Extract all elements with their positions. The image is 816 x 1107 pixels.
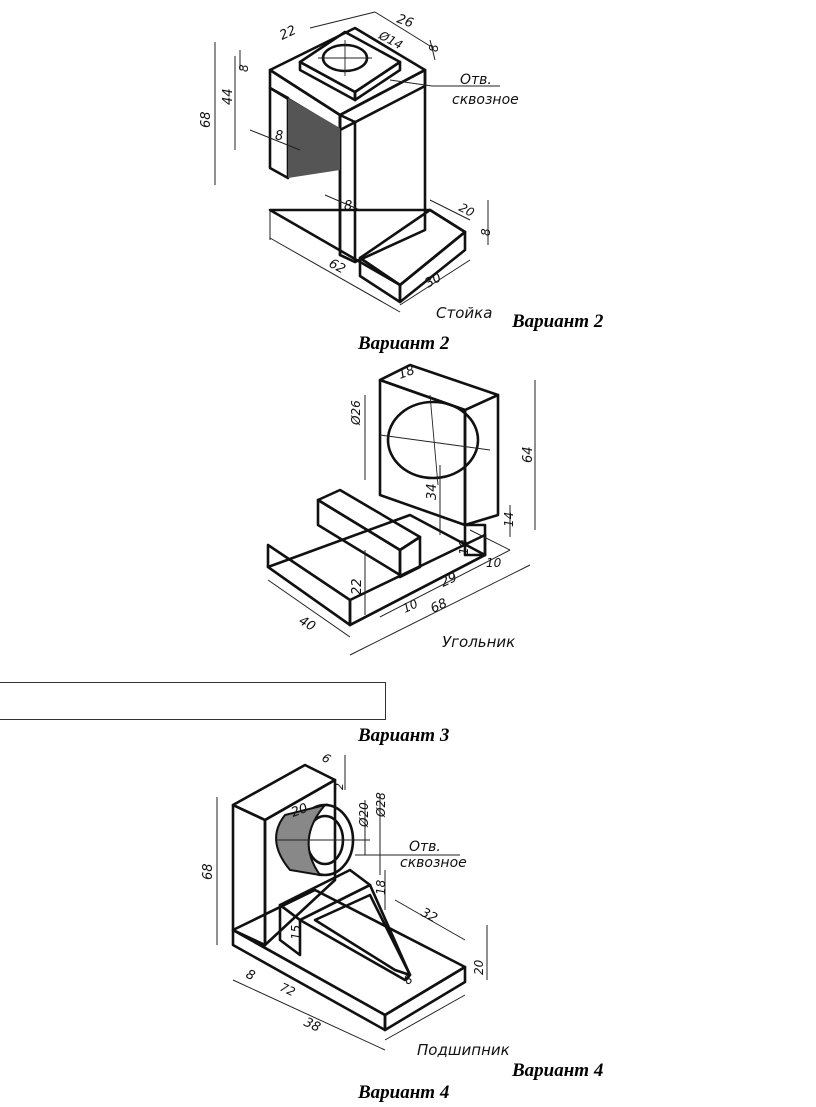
dim-7: 8 bbox=[237, 64, 251, 72]
dim-12: 8 bbox=[243, 967, 257, 984]
dim-2: 2 bbox=[333, 783, 346, 790]
dim-5: 14 bbox=[502, 512, 516, 527]
dim-4: Ø20 bbox=[357, 802, 371, 828]
dim-4: 8 bbox=[427, 44, 441, 52]
dim-13: 72 bbox=[278, 980, 298, 999]
dim-6: 10 bbox=[457, 539, 471, 555]
dim-6: 44 bbox=[221, 88, 236, 105]
dim-11: 8 bbox=[479, 228, 493, 236]
note-line-2: сквозное bbox=[400, 855, 467, 871]
dim-9: 29 bbox=[438, 570, 459, 591]
dim-8: 8 bbox=[275, 129, 283, 144]
dim-13: 30 bbox=[423, 270, 445, 291]
part-label-podshipnik: Подшипник bbox=[417, 1041, 510, 1059]
note-line-1: Отв. bbox=[409, 839, 441, 855]
dim-2: 22 bbox=[277, 23, 298, 44]
figure-ugolnik-drawing: 18 Ø26 64 34 14 10 10 22 29 10 68 40 Уго… bbox=[266, 363, 536, 656]
dim-10: 10 bbox=[400, 596, 420, 615]
note-line-2: сквозное bbox=[452, 92, 519, 108]
dim-10: 8 bbox=[402, 971, 416, 987]
caption-inline-variant-2-text: Вариант 2 bbox=[512, 311, 604, 332]
dim-1: 26 bbox=[395, 12, 416, 32]
dim-7: 10 bbox=[486, 556, 502, 570]
note-line-1: Отв. bbox=[460, 72, 492, 88]
dim-10: 20 bbox=[457, 200, 477, 220]
dim-5: 68 bbox=[199, 111, 214, 128]
marker-glyph-2 bbox=[546, 660, 550, 682]
dim-1: 18 bbox=[396, 363, 417, 383]
figure-stoyka-drawing: 26 22 Ø14 8 68 44 8 8 8 20 8 62 30 Отв. … bbox=[199, 11, 519, 322]
caption-inline-variant-4-text: Вариант 4 bbox=[512, 1060, 604, 1081]
dim-3: 64 bbox=[521, 446, 536, 463]
dim-4: 34 bbox=[425, 483, 440, 500]
dim-7: 18 bbox=[374, 879, 388, 895]
caption-inline-variant-4: Вариант 4 bbox=[508, 1060, 603, 1082]
part-label-ugolnik: Угольник bbox=[442, 633, 515, 651]
dim-2: Ø26 bbox=[349, 400, 363, 426]
dim-8: 22 bbox=[350, 578, 365, 595]
dim-6: 68 bbox=[201, 863, 216, 880]
caption-variant-2: Вариант 2 bbox=[358, 333, 450, 354]
caption-variant-3: Вариант 3 bbox=[358, 725, 450, 746]
figure-podshipnik-drawing: 6 2 20 Ø20 Ø28 68 18 32 15 8 20 8 72 38 … bbox=[201, 750, 510, 1059]
dim-9: 8 bbox=[344, 199, 352, 214]
dim-14: 38 bbox=[301, 1015, 322, 1036]
part-label-stoyka: Стойка bbox=[436, 304, 492, 322]
dim-11: 68 bbox=[428, 596, 449, 617]
empty-text-box bbox=[0, 682, 386, 720]
dim-8: 32 bbox=[418, 905, 440, 926]
dim-12: 40 bbox=[296, 613, 318, 634]
dim-1: 6 bbox=[320, 750, 334, 766]
dim-11: 20 bbox=[472, 959, 486, 975]
dim-3: 20 bbox=[289, 801, 310, 821]
caption-inline-variant-2: Вариант 2 bbox=[508, 311, 603, 333]
dim-9: 15 bbox=[289, 925, 303, 940]
caption-variant-4: Вариант 4 bbox=[358, 1082, 450, 1103]
dim-12: 62 bbox=[326, 256, 348, 277]
dim-5: Ø28 bbox=[374, 792, 388, 818]
